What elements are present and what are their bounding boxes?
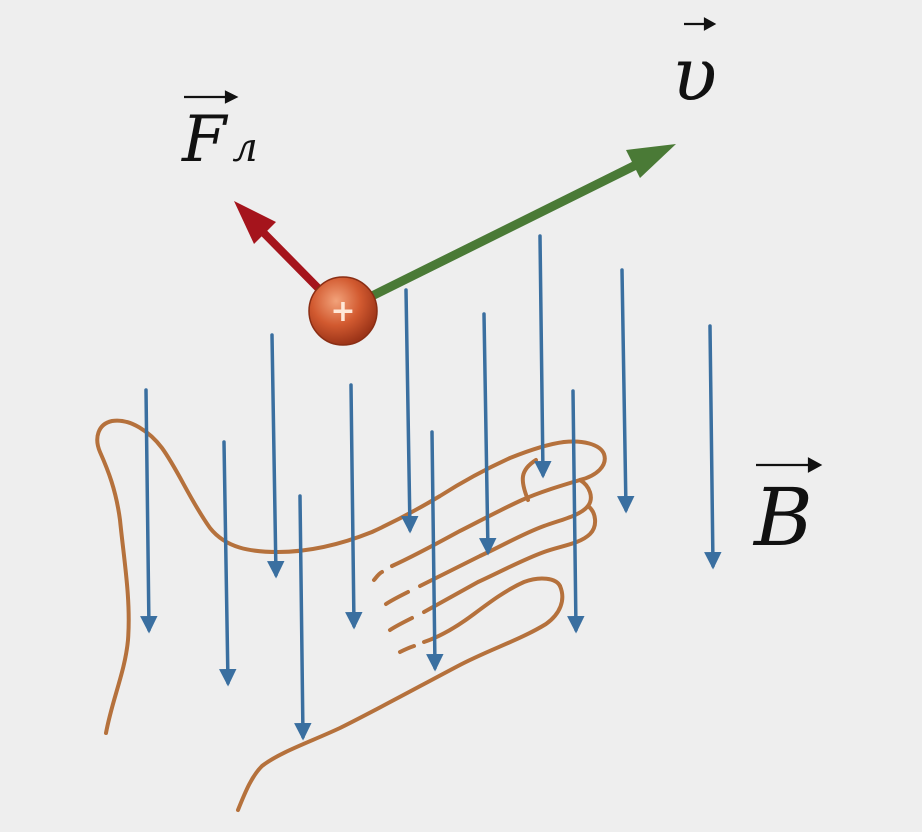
hand-outline — [95, 418, 607, 812]
field-line — [294, 494, 312, 741]
velocity-symbol: υ — [672, 32, 717, 118]
label-vector-arrows — [184, 17, 823, 473]
hand-finger-little — [422, 576, 562, 644]
hand-finger-middle — [418, 478, 593, 588]
field-line — [267, 333, 285, 579]
force-vector — [234, 201, 323, 293]
positive-charge: + — [308, 276, 378, 346]
field-line — [401, 288, 419, 534]
hand-finger-index — [390, 439, 607, 568]
magnetic-field-lines — [140, 234, 722, 741]
velocity-label: υ — [672, 38, 717, 112]
field-line — [140, 388, 158, 634]
hand-outer-contour — [95, 418, 566, 735]
hand-finger-middle-gap — [384, 590, 410, 606]
hand-palm-crease — [520, 458, 538, 502]
field-line — [534, 234, 552, 479]
hand-finger-ring-gap — [388, 616, 414, 632]
force-arrowhead — [234, 201, 276, 244]
field-line — [219, 440, 237, 687]
field-line — [704, 324, 722, 570]
velocity-vector — [369, 144, 676, 301]
field-line — [479, 312, 497, 556]
field-label: B — [754, 478, 813, 558]
velocity-arrowhead — [626, 144, 676, 178]
hand-finger-ring — [422, 504, 597, 614]
hand-palm-edge — [236, 584, 565, 812]
force-subscript: л — [232, 125, 258, 171]
hand-finger-index-lower — [372, 570, 384, 582]
hand-finger-little-gap — [398, 644, 416, 654]
charge-sign: + — [330, 294, 355, 329]
field-line — [426, 430, 444, 672]
field-symbol: B — [754, 471, 813, 564]
field-line — [617, 268, 635, 514]
field-line — [345, 383, 363, 630]
force-symbol: F — [182, 103, 227, 177]
field-line — [567, 389, 585, 634]
